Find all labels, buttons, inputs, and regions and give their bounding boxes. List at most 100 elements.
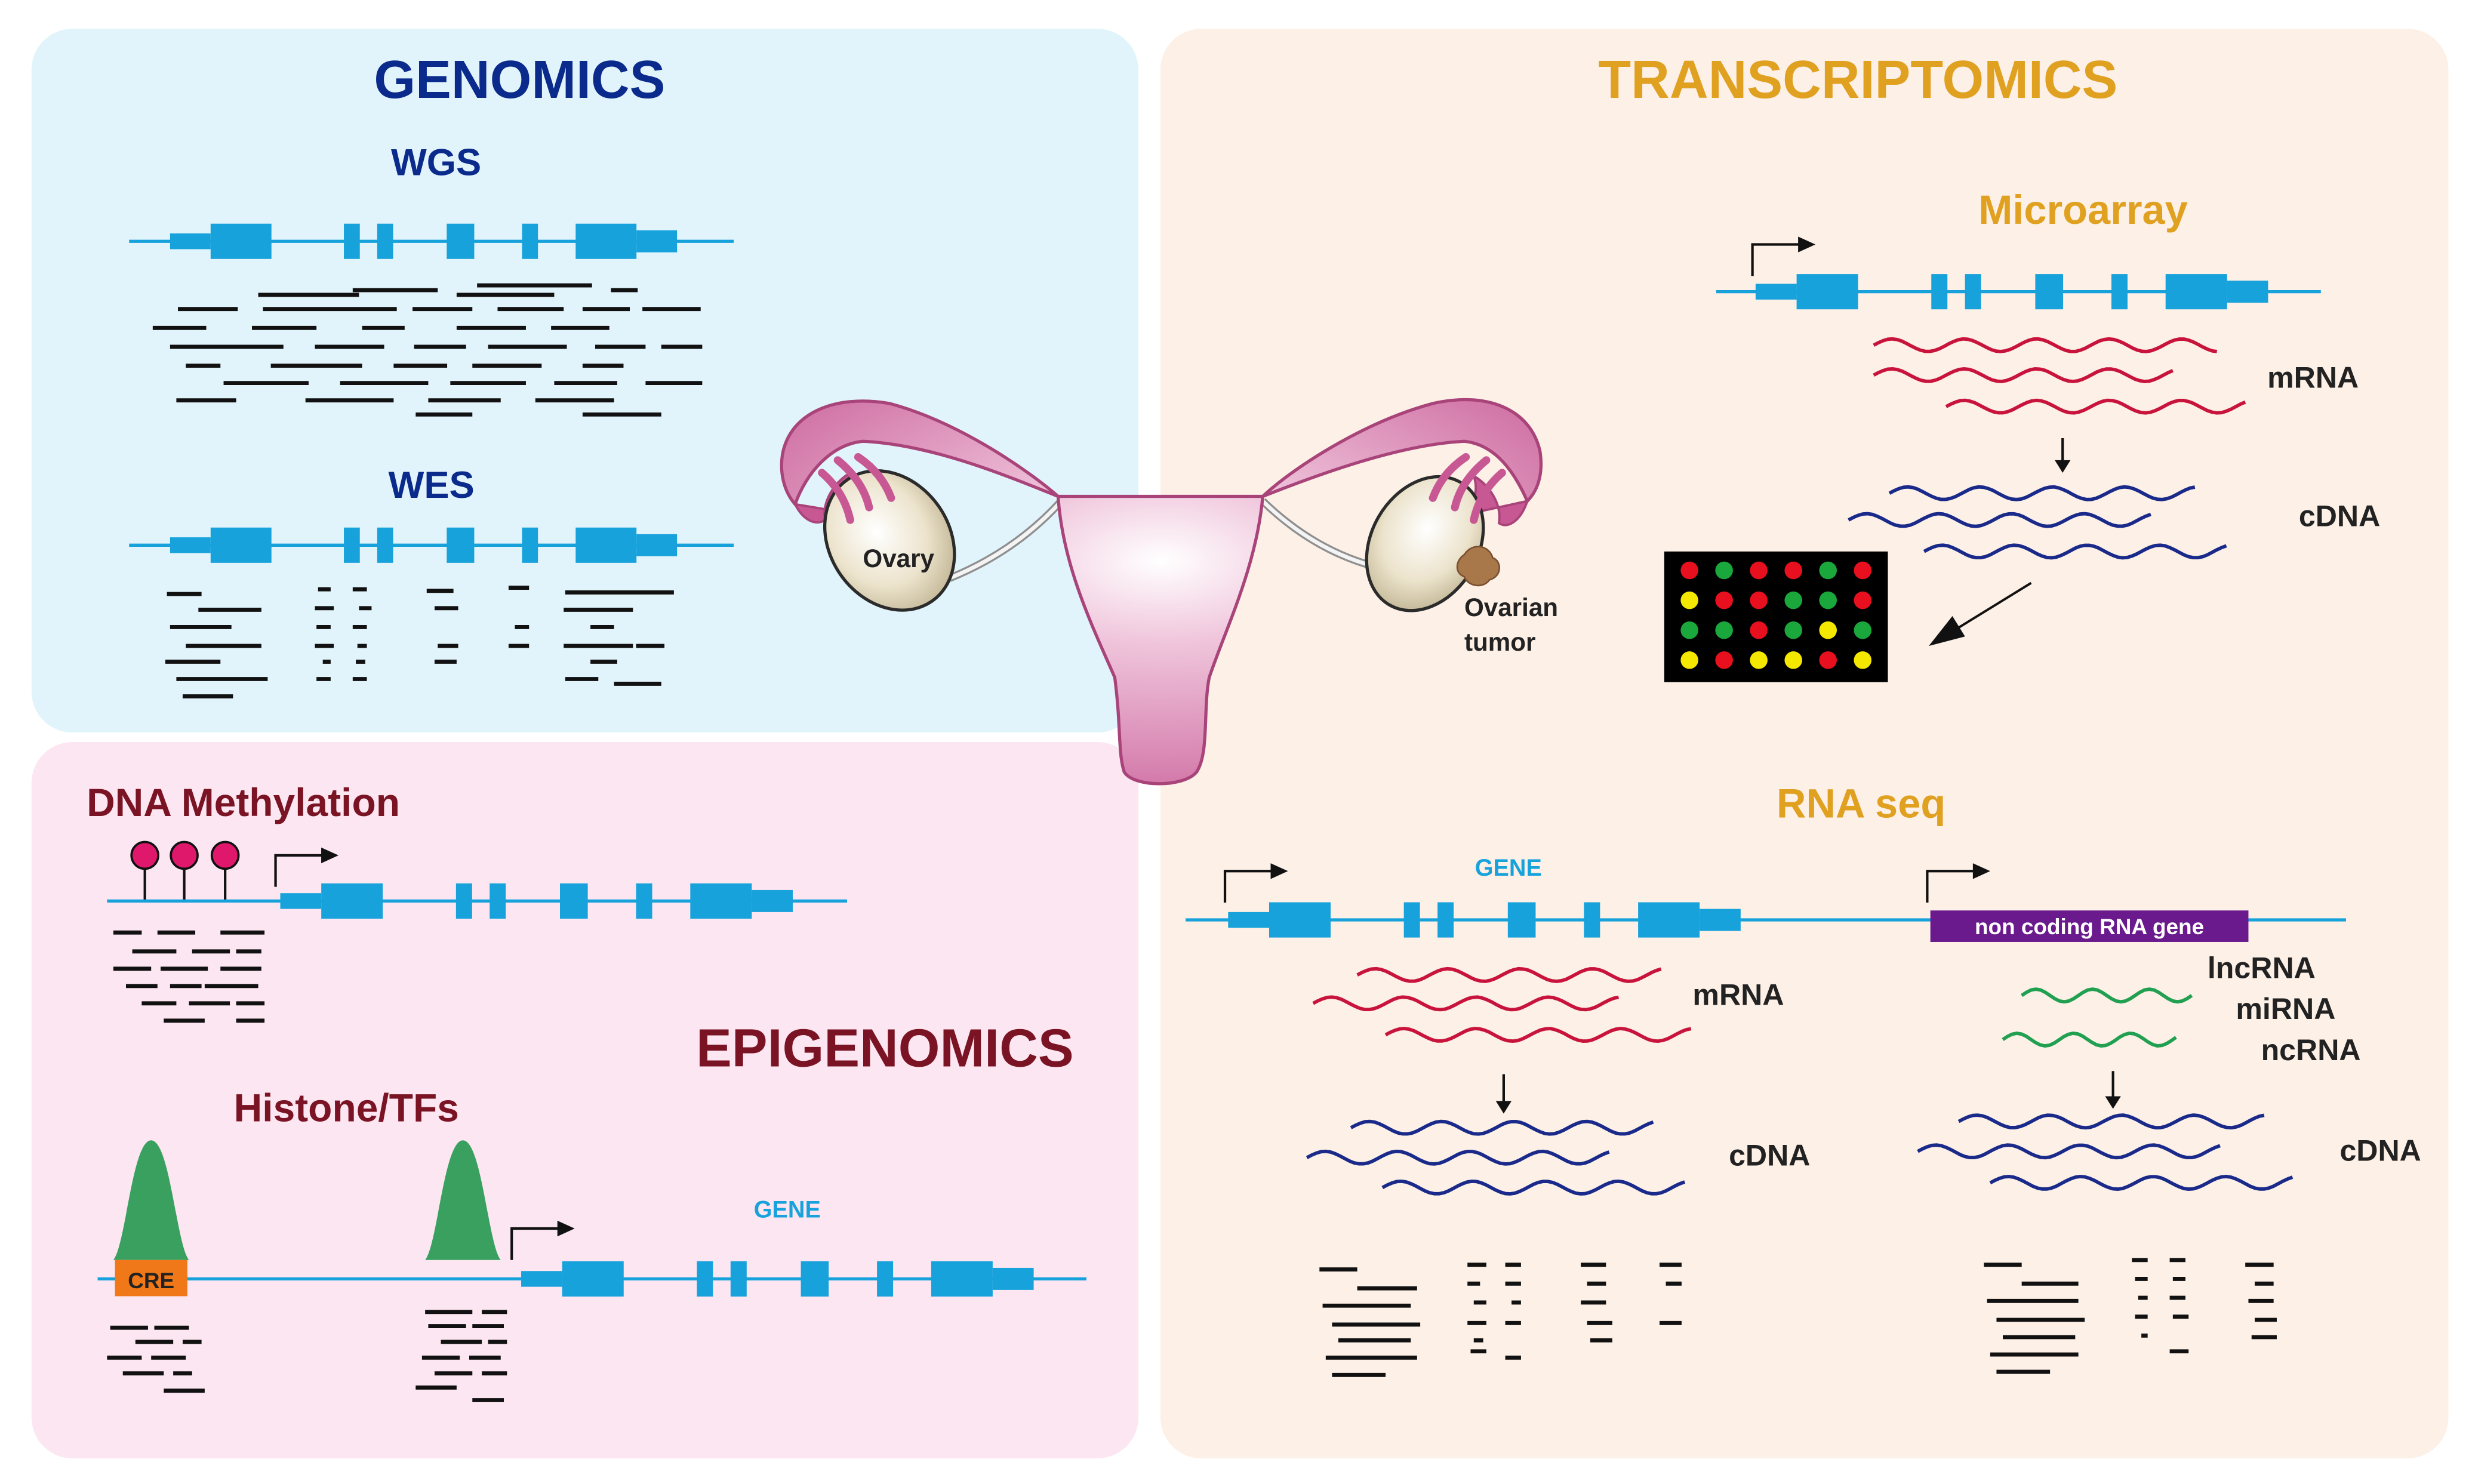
sequencing-reads-wes: [165, 586, 674, 698]
diagonal-arrow-to-chip: [1929, 581, 2032, 646]
exon-block: [690, 883, 752, 919]
chip-peak-promoter: [425, 1140, 501, 1260]
transcriptomics-panel: [1160, 29, 2449, 1459]
cdna-wave: [1848, 512, 2151, 528]
utr-block: [170, 233, 211, 250]
microarray-spot: [1680, 591, 1698, 609]
utr-block: [521, 1271, 562, 1287]
mrna-wave: [1873, 367, 2174, 383]
ncrna-label: ncRNA: [2261, 1033, 2361, 1067]
cdna-wave: [1989, 1175, 2294, 1191]
sequencing-reads-methylation: [113, 930, 265, 1023]
exon-block: [730, 1261, 747, 1297]
cdna-rnaseq-left: [1306, 1119, 1686, 1196]
exon-block: [321, 883, 383, 919]
promoter-arrow: [274, 854, 323, 887]
down-arrows-rnaseq: [1495, 1071, 2121, 1114]
exon-block: [447, 527, 475, 563]
dna-methylation-label: DNA Methylation: [87, 780, 400, 824]
microarray-spot: [1680, 621, 1698, 639]
microarray-chip-body: [1664, 551, 1888, 682]
promoter-arrowhead: [557, 1220, 575, 1237]
microarray-spot: [1750, 651, 1768, 669]
methylation-marks: [130, 840, 339, 901]
exon-block: [1700, 909, 1741, 931]
microarray-spot: [1854, 651, 1872, 669]
microarray-spot: [1715, 621, 1733, 639]
uterus-illustration: Ovary Ovarian tumor: [780, 398, 1558, 786]
promoter-arrowhead: [1270, 863, 1288, 879]
exon-block: [562, 1261, 624, 1297]
microarray-spot: [1680, 561, 1698, 580]
cdna-wave: [1306, 1149, 1610, 1166]
microarray-spot: [1680, 651, 1698, 669]
microarray-label: Microarray: [1978, 187, 2188, 233]
exon-block: [1638, 902, 1700, 938]
promoter-arrow: [1751, 243, 1800, 276]
gene-structure-methylation: [107, 883, 848, 919]
exon-block: [801, 1261, 829, 1297]
microarray-spot: [1750, 561, 1768, 580]
chip-peak-cre: [113, 1140, 189, 1260]
rnaseq-cdna-right-label: cDNA: [2339, 1134, 2421, 1168]
cdna-wave: [1957, 1113, 2265, 1130]
exon-block: [1796, 274, 1858, 310]
wgs-label: WGS: [391, 141, 481, 183]
exon-block: [1507, 902, 1536, 938]
microarray-spot: [1854, 591, 1872, 609]
microarray-mrna-label: mRNA: [2267, 361, 2359, 395]
utr-block: [1228, 912, 1269, 928]
cdna-rnaseq-right: [1917, 1113, 2294, 1191]
mrna-wave: [1312, 995, 1620, 1012]
gene-structure-histone: [97, 1220, 1086, 1297]
exon-block: [490, 883, 506, 919]
exon-block: [992, 1267, 1034, 1290]
tumor-label-line1: Ovarian: [1464, 593, 1558, 621]
mrna-transcripts-rnaseq: [1312, 966, 1692, 1043]
noncoding-transcripts-rnaseq: [2002, 987, 2193, 1048]
exon-block: [1403, 902, 1420, 938]
methylation-mark: [210, 840, 240, 870]
utr-block: [280, 893, 322, 909]
exon-block: [210, 527, 272, 563]
methylation-mark: [170, 840, 199, 870]
ncrna-wave: [2002, 1032, 2177, 1048]
uterus-body: [780, 398, 1543, 786]
transcriptomics-title: TRANSCRIPTOMICS: [1598, 50, 2117, 110]
promoter-arrow: [510, 1227, 559, 1260]
exon-block: [2227, 281, 2268, 303]
cdna-wave: [1917, 1143, 2221, 1160]
down-arrow-microarray: [2055, 438, 2071, 473]
cdna-wave: [1888, 485, 2196, 501]
promoter-arrowhead: [1798, 236, 1816, 253]
ncrna-wave: [2021, 987, 2193, 1004]
microarray-cdna-label: cDNA: [2299, 500, 2380, 533]
exon-block: [931, 1261, 993, 1297]
microarray-spot: [1784, 591, 1802, 609]
genomics-section: GENOMICS WGS WES: [129, 50, 734, 698]
microarray-spot: [1784, 561, 1802, 580]
microarray-spot: [1715, 591, 1733, 609]
utr-block: [1755, 284, 1797, 300]
cre-box: [115, 1260, 187, 1297]
mrna-wave: [1356, 966, 1662, 983]
gene-structure-wes: [129, 527, 734, 563]
exon-block: [1965, 274, 1981, 310]
exon-block: [455, 883, 472, 919]
gene-structure-microarray: [1716, 236, 2321, 310]
exon-block: [1437, 902, 1454, 938]
promoter-arrow: [1223, 870, 1273, 903]
microarray-spot: [1784, 651, 1802, 669]
microarray-spot: [1715, 651, 1733, 669]
utr-block: [170, 537, 211, 553]
exon-block: [522, 527, 538, 563]
microarray-spot: [1854, 621, 1872, 639]
down-arrow-head: [2105, 1096, 2121, 1109]
mirna-label: miRNA: [2236, 992, 2335, 1026]
exon-block: [2111, 274, 2128, 310]
exon-block: [344, 223, 360, 259]
tumor-label-line2: tumor: [1464, 628, 1536, 656]
cdna-wave: [1350, 1119, 1654, 1136]
